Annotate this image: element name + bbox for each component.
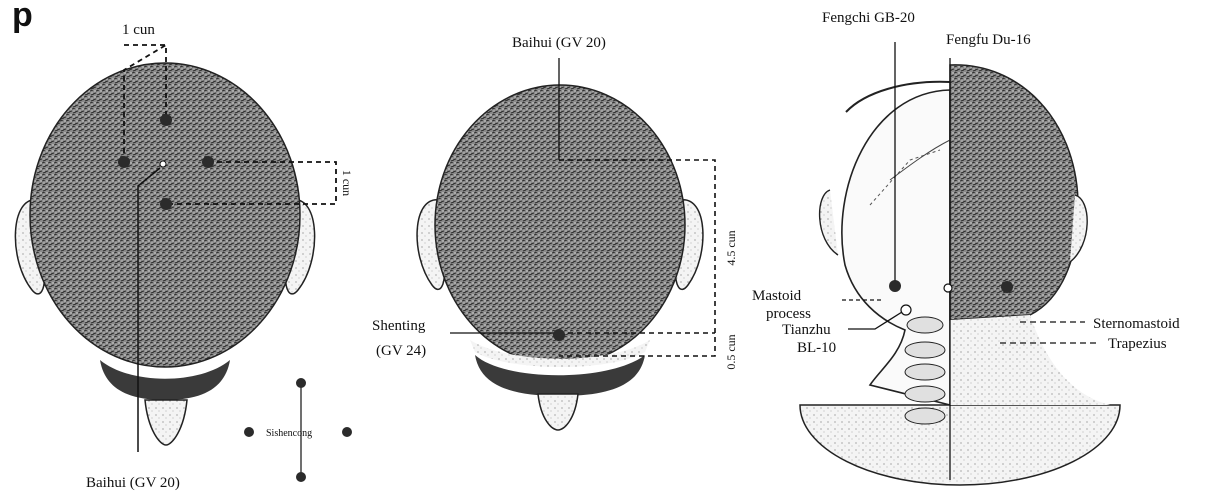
legend-point-bottom <box>296 472 306 482</box>
shoulder-base <box>800 405 1120 485</box>
nose <box>145 400 187 445</box>
sishencong-point-right <box>202 156 214 168</box>
neck-right <box>950 315 1110 405</box>
tianzhu-label-1: Tianzhu <box>782 322 831 338</box>
mastoid-label-1: Mastoid <box>752 288 802 304</box>
legend-point-right <box>342 427 352 437</box>
tianzhu-point <box>901 305 911 315</box>
head-hair-2 <box>435 85 685 365</box>
head-hair-3 <box>950 65 1078 320</box>
legend-point-top <box>296 378 306 388</box>
fengfu-label: Fengfu Du-16 <box>946 32 1031 48</box>
measure-lower-label: 0.5 cun <box>724 334 738 369</box>
legend-point-left <box>244 427 254 437</box>
legend-label: Sishencong <box>266 428 312 439</box>
shenting-point <box>553 329 565 341</box>
trapezius-label: Trapezius <box>1108 336 1167 352</box>
fengfu-point <box>944 284 952 292</box>
fengchi-point <box>889 280 901 292</box>
baihui-top-label: Baihui (GV 20) <box>512 35 606 51</box>
top-measure-label: 1 cun <box>122 22 155 38</box>
sishencong-point-back <box>160 198 172 210</box>
skull-left <box>842 90 950 405</box>
fengchi-label: Fengchi GB-20 <box>822 10 915 26</box>
measure-upper-label: 4.5 cun <box>724 230 738 265</box>
left-ear-3 <box>820 190 838 255</box>
shenting-label-line1: Shenting <box>372 318 426 334</box>
fengchi-point-right <box>1001 281 1013 293</box>
shenting-label-line2: (GV 24) <box>376 343 426 359</box>
baihui-point <box>160 161 166 167</box>
figure-1-sishencong: 1 cun 1 cun Baihui (GV 20) Sishencong <box>15 22 354 491</box>
sishencong-legend: Sishencong <box>244 378 352 482</box>
sishencong-point-front <box>160 114 172 126</box>
figure-2-shenting: Baihui (GV 20) Shenting (GV 24) 4.5 cun … <box>372 35 738 430</box>
figure-3-neck: Fengchi GB-20 Fengfu Du-16 Mastoid proce… <box>752 10 1180 485</box>
baihui-bottom-label: Baihui (GV 20) <box>86 475 180 491</box>
nose-2 <box>538 394 578 430</box>
tianzhu-label-2: BL-10 <box>797 340 836 356</box>
side-measure-label: 1 cun <box>340 170 354 196</box>
head-hair <box>30 63 300 367</box>
mastoid-label-2: process <box>766 306 811 322</box>
sternomastoid-label: Sternomastoid <box>1093 316 1180 332</box>
sishencong-point-left <box>118 156 130 168</box>
title-fragment: p <box>12 0 33 34</box>
